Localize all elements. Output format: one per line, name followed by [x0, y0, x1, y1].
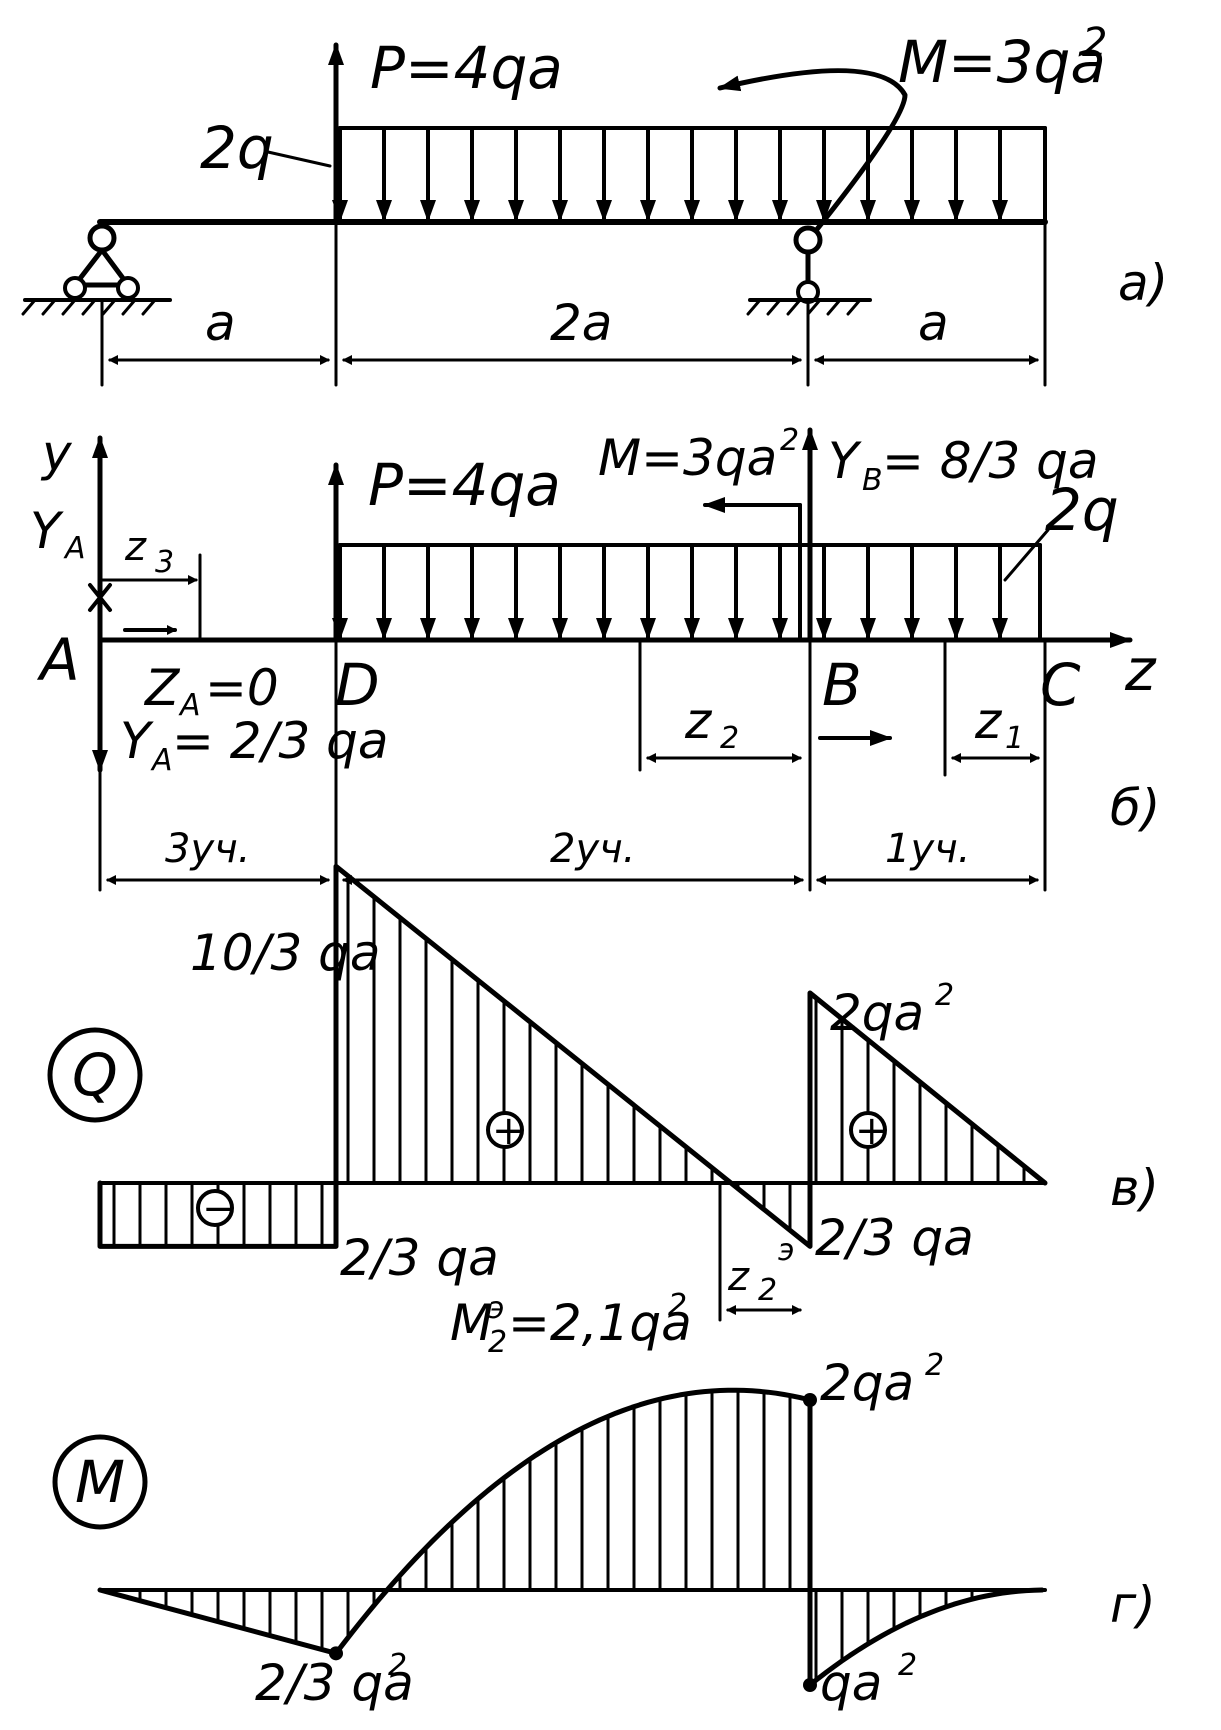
m-val-left-bottom: 2/3 qa	[255, 1654, 414, 1712]
m-max-sup: э	[488, 1291, 504, 1326]
panel-g: M M 2 э =2,1qa 2 2qa 2 2/3 qa 2 qa 2 г)	[52, 1288, 1156, 1712]
yb-value-b: = 8/3 qa	[882, 432, 1099, 490]
dim-label-1-a: a	[205, 294, 236, 352]
roller-support-a	[746, 225, 872, 316]
moment-arrow-a	[717, 68, 908, 241]
m-hatching	[112, 1388, 1026, 1692]
distributed-load-a	[332, 126, 1047, 224]
ya-label-b: Y	[30, 502, 64, 560]
section-1-label: 1уч.	[885, 826, 970, 872]
section-3-label: 3уч.	[165, 826, 250, 872]
ya-value-sub-b: A	[150, 743, 173, 778]
force-p-label-a: P=4qa	[370, 34, 563, 102]
svg-text:−: −	[202, 1186, 236, 1232]
q-z2e-sub: 2	[758, 1273, 777, 1308]
q-diagram-outline	[97, 863, 1048, 1249]
z-axis-label-b: z	[1124, 636, 1157, 704]
dimensions-a	[100, 220, 1047, 387]
svg-text:+: +	[492, 1108, 526, 1154]
ya-value-label-b: Y	[120, 712, 154, 770]
q-sign-plus-2: +	[849, 1108, 889, 1154]
q-val-top-left: 10/3 qa	[190, 924, 381, 982]
q-val-bottom-left: 2/3 qa	[340, 1229, 499, 1287]
q-val-bottom-right: 2/3 qa	[815, 1209, 974, 1267]
za-sub-b: A	[178, 688, 201, 723]
panel-b: y Y A z 3 P=4qa M=3qa 2 Y B = 8/3 qa 2q …	[30, 423, 1160, 892]
q-val-top-right-exp: 2	[935, 978, 954, 1013]
m-val-right-bottom-exp: 2	[898, 1648, 917, 1683]
moment-label-a: M=3qa	[898, 28, 1106, 96]
q-val-top-right: 2qa	[830, 984, 924, 1042]
m-max-value: =2,1qa	[508, 1294, 692, 1352]
point-a-label: A	[36, 626, 80, 694]
panel-tag-g: г)	[1110, 1576, 1156, 1634]
yb-sub-b: B	[862, 463, 883, 498]
panel-tag-b: б)	[1110, 779, 1160, 837]
m-val-right-top: 2qa	[820, 1354, 914, 1412]
q-z2e-sup: э	[778, 1233, 794, 1268]
y-axis-label-b: y	[40, 424, 73, 482]
z1-sub-b: 1	[1005, 721, 1024, 756]
dim-label-2-a: 2a	[550, 294, 612, 352]
za-value-b: =0	[205, 659, 279, 717]
force-p-label-b: P=4qa	[368, 451, 561, 519]
m-diagram-name: M	[75, 1448, 125, 1516]
m-val-right-top-exp: 2	[925, 1348, 944, 1383]
q-sign-plus-1: +	[486, 1108, 526, 1154]
moment-exp-a: 2	[1082, 20, 1107, 66]
panel-a: P=4qa 2q M=3qa 2	[21, 20, 1168, 387]
panel-tag-v: в)	[1110, 1159, 1159, 1217]
q-sign-minus: −	[196, 1186, 236, 1232]
m-val-left-bottom-exp: 2	[388, 1648, 407, 1683]
moment-exp-b: 2	[780, 423, 799, 458]
m-diagram-outline	[97, 1387, 1045, 1688]
yb-label-b: Y	[828, 432, 862, 490]
z3-sub-b: 3	[155, 545, 174, 580]
panel-tag-a: а)	[1118, 254, 1168, 312]
za-label-b: Z	[143, 659, 181, 717]
load-leader-a	[266, 150, 332, 168]
q-diagram-name: Q	[72, 1041, 118, 1109]
point-b-label: B	[822, 651, 862, 719]
ya-cross-b	[88, 583, 112, 612]
m-max-sub: 2	[488, 1325, 507, 1360]
z1-label-b: z	[974, 692, 1003, 750]
dim-label-3-a: a	[918, 294, 949, 352]
ya-value-b: = 2/3 qa	[172, 712, 389, 770]
z2-sub-b: 2	[720, 721, 739, 756]
m-diagram-circle	[52, 1434, 148, 1530]
moment-label-b: M=3qa	[598, 429, 777, 487]
z2-label-b: z	[684, 692, 713, 750]
svg-text:+: +	[855, 1108, 889, 1154]
pinned-support-a	[21, 223, 172, 316]
distributed-load-b	[332, 543, 1042, 642]
sections-b	[98, 638, 1047, 892]
panel-v: Q + + − 10/3 qa 2/3 qa 2qa 2 2/3 qa z 2 …	[47, 863, 1159, 1322]
load-leader-b	[1003, 528, 1050, 582]
q-z2e-label: z	[727, 1254, 750, 1300]
point-c-label: C	[1040, 651, 1081, 719]
z3-label-b: z	[124, 524, 147, 570]
m-val-right-bottom: qa	[820, 1654, 882, 1712]
q-diagram-circle	[47, 1027, 143, 1123]
section-2-label: 2уч.	[550, 826, 635, 872]
q-hatching	[112, 874, 1026, 1248]
point-d-label: D	[335, 651, 380, 719]
ya-sub-b: A	[63, 531, 86, 566]
load-label-a: 2q	[200, 114, 274, 182]
m-max-label: M	[450, 1294, 493, 1352]
m-max-exp: 2	[668, 1288, 687, 1323]
load-label-b: 2q	[1045, 476, 1119, 544]
